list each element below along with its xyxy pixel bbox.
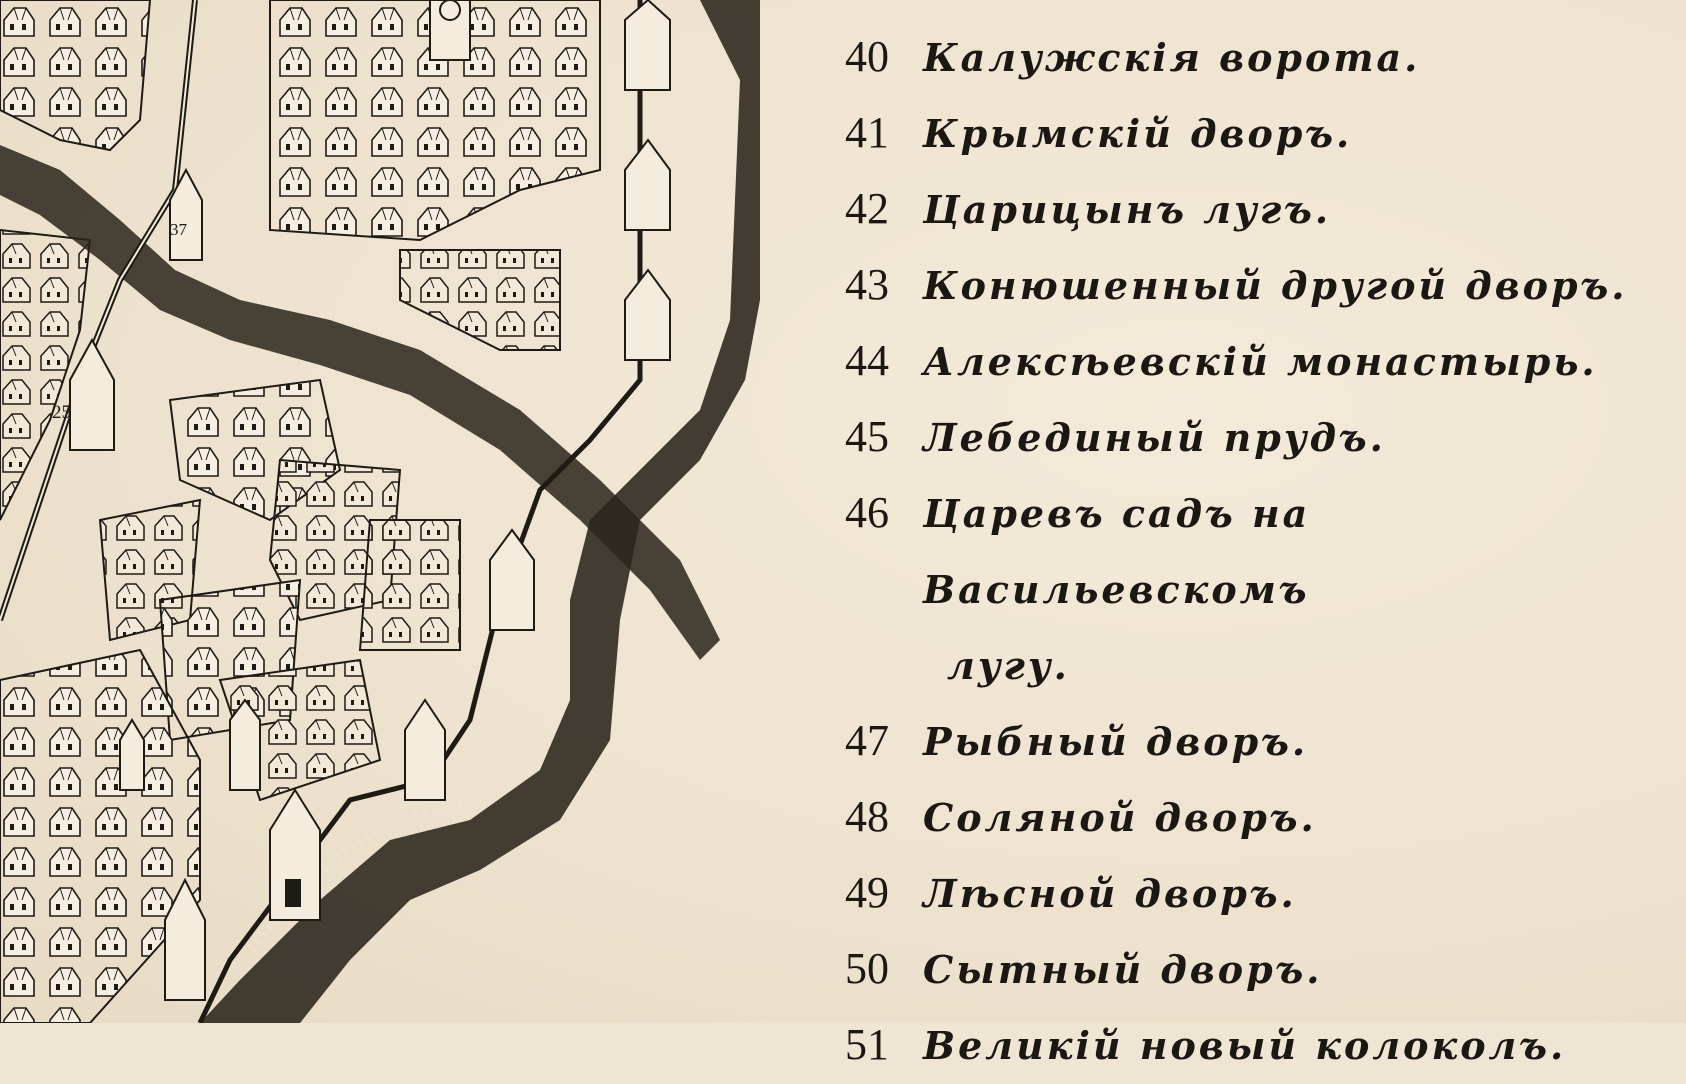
river-moat (200, 0, 760, 1023)
legend-number: 42 (845, 184, 889, 233)
legend-name: Лебединый прудъ. (923, 415, 1386, 460)
legend-number: 46 (845, 488, 889, 537)
legend-item-45: 45 Лебединый прудъ. (845, 400, 1665, 476)
legend-number: 43 (845, 260, 889, 309)
legend-number: 50 (845, 944, 889, 993)
legend-number: 47 (845, 716, 889, 765)
legend-name: Лѣсной дворъ. (923, 871, 1297, 916)
legend-number: 48 (845, 792, 889, 841)
legend-name: Крымскій дворъ. (923, 111, 1353, 156)
legend-item-49: 49 Лѣсной дворъ. (845, 856, 1665, 932)
legend-name: Сытный дворъ. (923, 947, 1323, 992)
legend-name: Соляной дворъ. (923, 795, 1317, 840)
legend-number: 44 (845, 336, 889, 385)
legend-item-46: 46 Царевъ садъ на Васильевскомъ лугу. (845, 476, 1665, 704)
legend-name: Калужскія ворота. (923, 35, 1421, 80)
legend-item-51: 51 Великій новый колоколъ. (845, 1008, 1665, 1084)
legend-item-47: 47 Рыбный дворъ. (845, 704, 1665, 780)
legend-item-50: 50 Сытный дворъ. (845, 932, 1665, 1008)
legend-name-continuation: лугу. (947, 643, 1070, 688)
legend-name: Рыбный дворъ. (923, 719, 1309, 764)
tower-label-37: 37 (170, 220, 188, 239)
legend-item-48: 48 Соляной дворъ. (845, 780, 1665, 856)
legend-name: Царевъ садъ на Васильевскомъ (923, 491, 1311, 612)
legend-name: Алексѣевскій монастырь. (923, 339, 1598, 384)
legend-number: 40 (845, 32, 889, 81)
legend-item-43: 43 Конюшенный другой дворъ. (845, 248, 1665, 324)
legend-number: 41 (845, 108, 889, 157)
church-domes (119, 0, 471, 791)
map-legend: 40 Калужскія ворота. 41 Крымскій дворъ. … (845, 20, 1665, 1084)
legend-name-multiline: Царевъ садъ на Васильевскомъ лугу. (923, 476, 1665, 704)
legend-item-44: 44 Алексѣевскій монастырь. (845, 324, 1665, 400)
legend-number: 51 (845, 1020, 889, 1069)
legend-name: Царицынъ лугъ. (923, 187, 1332, 232)
tower-label-25: 25 (52, 402, 71, 423)
legend-number: 45 (845, 412, 889, 461)
legend-item-42: 42 Царицынъ лугъ. (845, 172, 1665, 248)
wall-towers (69, 0, 671, 1001)
legend-item-40: 40 Калужскія ворота. (845, 20, 1665, 96)
legend-item-41: 41 Крымскій дворъ. (845, 96, 1665, 172)
legend-number: 49 (845, 868, 889, 917)
inner-moat (0, 145, 720, 660)
city-map-illustration: 37 25 (0, 0, 760, 1023)
building-blocks (0, 0, 601, 1023)
legend-name: Великій новый колоколъ. (923, 1023, 1567, 1068)
legend-name: Конюшенный другой дворъ. (923, 263, 1628, 308)
